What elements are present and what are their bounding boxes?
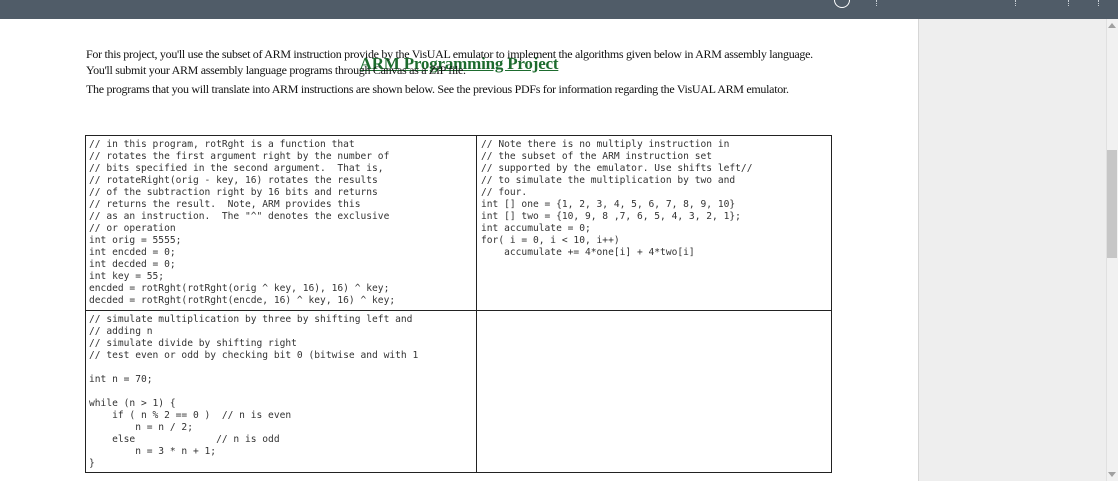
viewer-toolbar [0,0,1118,19]
code-cell-collatz: // simulate multiplication by three by s… [89,314,475,472]
code-table: // in this program, rotRght is a functio… [85,135,832,473]
programs-paragraph: The programs that you will translate int… [86,82,789,96]
circle-icon[interactable] [834,0,850,8]
scrollbar-thumb[interactable] [1107,150,1117,258]
toolbar-separator [1098,0,1099,6]
document-page: ARM Programming Project For this project… [0,19,918,481]
page-title: ARM Programming Project [359,54,559,73]
toolbar-separator [1068,0,1069,6]
code-block-accumulate: // Note there is no multiply instruction… [481,139,753,258]
toolbar-separator [1015,0,1016,6]
scroll-up-arrow-icon[interactable] [1108,23,1116,28]
table-divider [86,310,831,311]
code-cell-rotate: // in this program, rotRght is a functio… [89,139,475,309]
toolbar-separator [876,0,877,6]
intro-paragraph: For this project, you'll use the subset … [86,47,813,77]
scroll-down-arrow-icon[interactable] [1108,472,1116,477]
code-cell-empty [481,314,831,472]
table-divider [476,136,477,310]
side-panel [918,19,1107,481]
code-block-collatz: // simulate multiplication by three by s… [89,314,419,469]
code-block-rotate: // in this program, rotRght is a functio… [89,139,396,306]
table-divider [476,310,477,473]
code-cell-accumulate: // Note there is no multiply instruction… [481,139,831,309]
